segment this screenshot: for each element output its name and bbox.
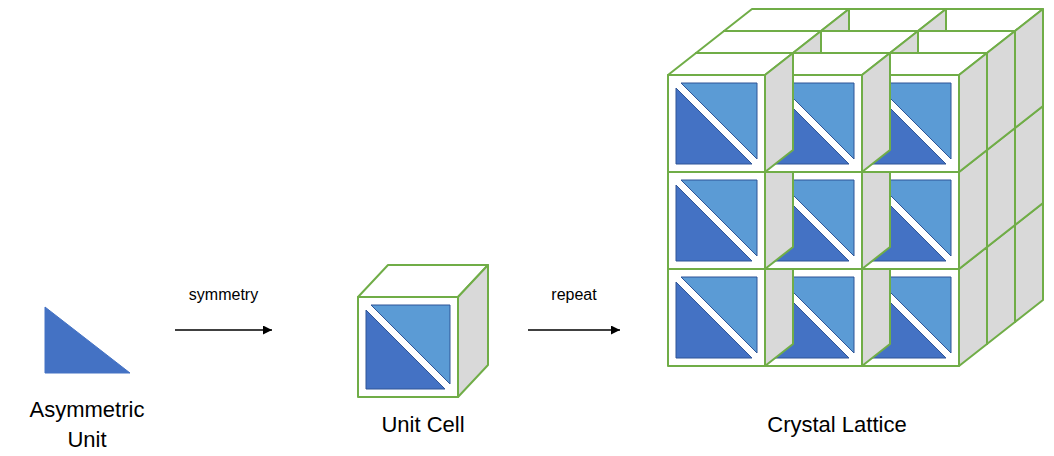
cube-side (987, 31, 1015, 150)
edge-label: repeat (549, 286, 598, 304)
light-triangle (681, 83, 757, 159)
cube-front (668, 75, 765, 172)
cube-side (862, 53, 890, 172)
cube-side (458, 265, 488, 397)
cube-front (668, 269, 765, 366)
cube-side (959, 53, 987, 172)
cube-front (668, 172, 765, 269)
figure-node: Unit Cell (272, 250, 528, 410)
figure-node: Crystal Lattice (620, 250, 1054, 410)
figure-label: Unit Cell (272, 410, 528, 440)
cube-side (765, 53, 793, 172)
edge-label: symmetry (187, 286, 260, 304)
cube-front (358, 297, 458, 397)
light-triangle (681, 180, 757, 256)
figure-label: Crystal Lattice (620, 410, 1054, 440)
light-triangle (681, 277, 757, 353)
figure-label: Asymmetric Unit (17, 395, 157, 455)
figure-node: Asymmetric Unit (0, 250, 175, 410)
lattice (668, 9, 1043, 366)
arrow (528, 329, 620, 331)
cube-side (1015, 9, 1043, 128)
light-triangle (371, 305, 450, 384)
asymmetric-triangle (45, 307, 130, 373)
arrow (175, 329, 272, 331)
